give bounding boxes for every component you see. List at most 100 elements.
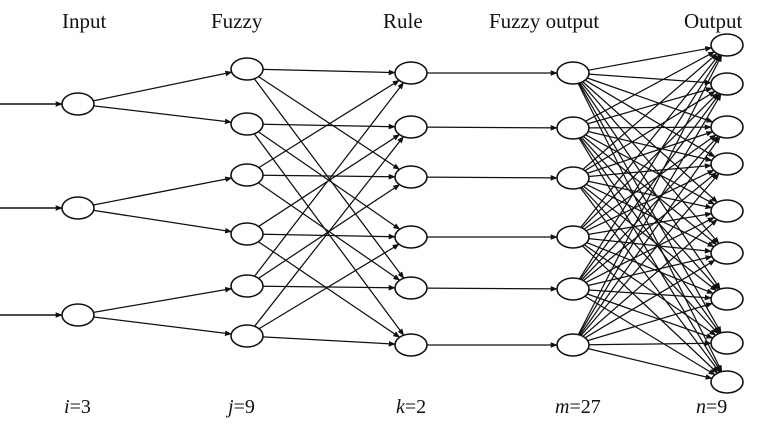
fuzzy-output-to-output-edge bbox=[582, 171, 718, 282]
layer-count-fuzzy-output: m=27 bbox=[555, 396, 601, 418]
output-node bbox=[710, 370, 744, 394]
fuzzy-output-to-output-edge bbox=[582, 219, 718, 337]
layer-count-fuzzy: j=9 bbox=[225, 396, 255, 418]
fuzzy-output-to-output-edge bbox=[587, 348, 713, 380]
fuzzy-output-to-output-edge bbox=[585, 134, 716, 205]
fuzzy-output-to-output-edge bbox=[581, 135, 719, 281]
fuzzy-output-to-output-edge bbox=[578, 54, 722, 280]
fuzzy-to-rule-edge bbox=[258, 243, 400, 330]
input-to-fuzzy-edge bbox=[93, 209, 233, 234]
fuzzy-output-to-output-edge bbox=[588, 289, 712, 301]
input-node bbox=[61, 92, 95, 116]
layer-title-output: Output bbox=[684, 9, 743, 33]
fuzzy-to-rule-edge bbox=[262, 233, 396, 240]
input-to-fuzzy-edge bbox=[93, 105, 232, 125]
fuzzy-output-to-output-edge bbox=[578, 93, 722, 336]
rule-node bbox=[394, 165, 428, 189]
fuzzy-output-to-output-edge bbox=[581, 186, 719, 335]
fuzzy-to-rule-edge bbox=[262, 123, 396, 130]
fuzzy-output-node bbox=[556, 333, 590, 357]
fuzzy-output-to-output-edge bbox=[587, 302, 713, 342]
fuzzy-to-rule-edge bbox=[258, 241, 401, 338]
output-node bbox=[710, 287, 744, 311]
fuzzy-output-to-output-edge bbox=[583, 244, 717, 336]
fuzzy-output-to-output-edge bbox=[584, 259, 716, 339]
fuzzy-to-rule-edge bbox=[253, 82, 405, 277]
layer-count-rule: k=2 bbox=[396, 396, 426, 418]
fuzzy-node bbox=[230, 324, 264, 348]
fuzzy-output-to-output-edge bbox=[587, 293, 714, 339]
output-node bbox=[710, 241, 744, 265]
layer-title-input: Input bbox=[62, 9, 106, 33]
fuzzy-output-to-output-edge bbox=[582, 53, 718, 170]
fuzzy-output-to-output-edge bbox=[584, 295, 716, 376]
fuzzy-output-to-output-edge bbox=[584, 79, 716, 158]
fuzzy-output-node bbox=[556, 61, 590, 85]
rule-node bbox=[394, 61, 428, 85]
fuzzy-to-rule-edge bbox=[258, 79, 400, 169]
rule-node bbox=[394, 333, 428, 357]
input-node bbox=[61, 196, 95, 220]
fuzzy-output-node bbox=[556, 166, 590, 190]
layer-title-fuzzy-output: Fuzzy output bbox=[489, 9, 599, 33]
fuzzy-output-to-output-edge bbox=[586, 241, 714, 295]
layer-title-rule: Rule bbox=[383, 9, 423, 33]
output-node bbox=[710, 331, 744, 355]
fuzzy-output-to-output-edge bbox=[585, 169, 715, 232]
fuzzy-output-to-output-edge bbox=[579, 187, 721, 373]
layer-count-output: n=9 bbox=[696, 396, 727, 418]
fuzzy-output-to-output-edge bbox=[580, 172, 720, 336]
fuzzy-output-node bbox=[556, 225, 590, 249]
fuzzy-node bbox=[230, 57, 264, 81]
output-node bbox=[710, 115, 744, 139]
fuzzy-output-to-output-edge bbox=[577, 54, 723, 335]
fuzzy-output-to-output-edge bbox=[588, 163, 712, 178]
output-node bbox=[710, 199, 744, 223]
output-node bbox=[710, 152, 744, 176]
input-to-fuzzy-edge bbox=[93, 176, 233, 206]
layer-count-input: i=3 bbox=[64, 396, 91, 418]
rule-node bbox=[394, 225, 428, 249]
fuzzy-output-node bbox=[556, 116, 590, 140]
fuzzy-output-to-output-edge bbox=[579, 93, 721, 280]
fuzzy-to-rule-edge bbox=[253, 133, 405, 336]
fuzzy-output-to-output-edge bbox=[588, 46, 713, 71]
rule-node bbox=[394, 115, 428, 139]
fuzzy-node bbox=[230, 112, 264, 136]
rule-node bbox=[394, 276, 428, 300]
fuzzy-to-rule-edge bbox=[262, 68, 396, 76]
fuzzy-output-to-output-edge bbox=[579, 136, 721, 336]
fuzzy-node bbox=[230, 274, 264, 298]
input-to-fuzzy-edge bbox=[93, 316, 232, 337]
fuzzy-output-to-output-edge bbox=[587, 131, 714, 174]
fuzzy-output-node bbox=[556, 277, 590, 301]
output-node bbox=[710, 33, 744, 57]
fuzzy-output-to-output-edge bbox=[583, 134, 717, 230]
fuzzy-to-rule-edge bbox=[262, 173, 396, 180]
fuzzy-output-to-output-edge bbox=[584, 90, 716, 172]
fuzzy-output-to-output-edge bbox=[581, 92, 719, 229]
fuzzy-to-rule-edge bbox=[254, 136, 404, 327]
fuzzy-node bbox=[230, 163, 264, 187]
fuzzy-output-to-output-edge bbox=[582, 245, 719, 374]
fuzzy-output-to-output-edge bbox=[582, 135, 718, 246]
fuzzy-output-to-output-edge bbox=[588, 255, 713, 287]
fuzzy-output-to-output-edge bbox=[587, 87, 713, 125]
layer-title-fuzzy: Fuzzy bbox=[211, 9, 263, 33]
fuzzy-output-to-output-edge bbox=[582, 81, 718, 203]
fuzzy-output-to-output-edge bbox=[585, 216, 715, 284]
input-to-fuzzy-edge bbox=[93, 286, 233, 313]
fuzzy-output-to-output-edge bbox=[588, 340, 712, 347]
rule-to-fuzzy-output-edge bbox=[426, 175, 558, 181]
fuzzy-output-to-output-edge bbox=[588, 124, 712, 130]
fuzzy-output-to-output-edge bbox=[585, 51, 716, 122]
rule-to-fuzzy-output-edge bbox=[426, 286, 558, 292]
input-node bbox=[61, 303, 95, 327]
connection-edges bbox=[0, 46, 723, 380]
fuzzy-output-to-output-edge bbox=[580, 54, 720, 228]
rule-to-fuzzy-output-edge bbox=[426, 125, 558, 131]
fuzzy-output-to-output-edge bbox=[588, 73, 712, 86]
fuzzy-node bbox=[230, 222, 264, 246]
network-nodes bbox=[61, 33, 744, 394]
